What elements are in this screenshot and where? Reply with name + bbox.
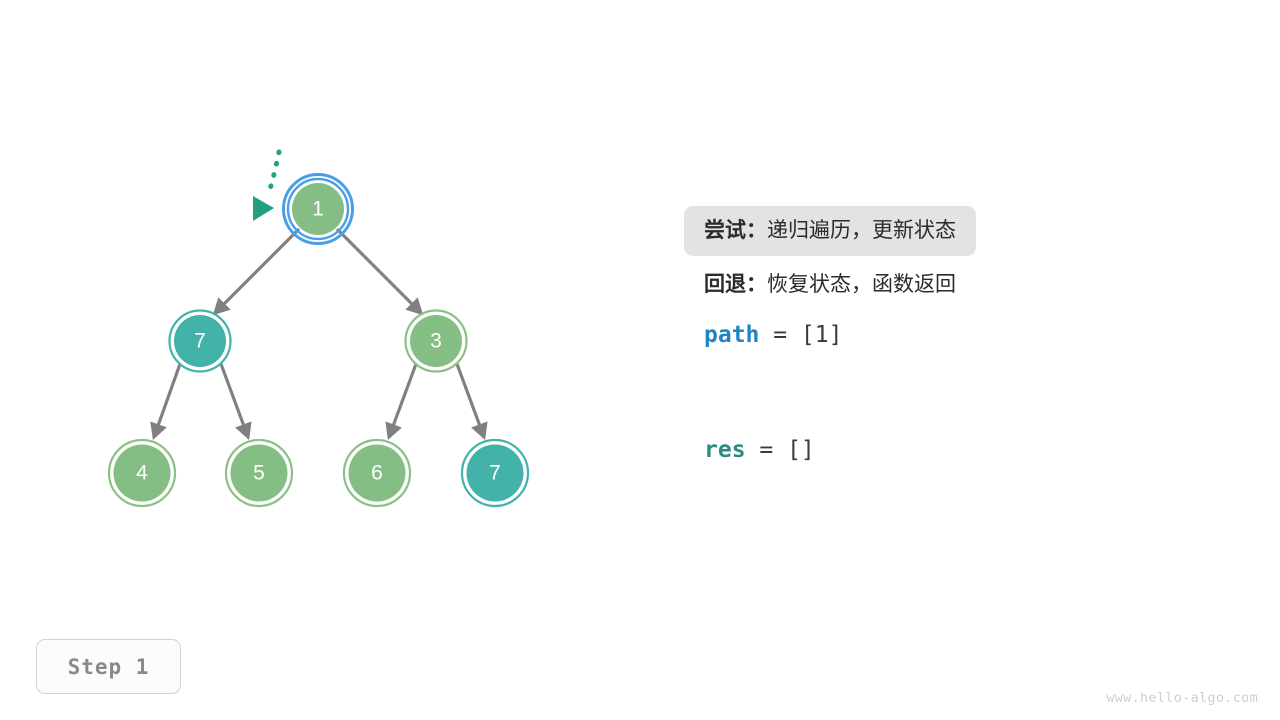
res-variable-name: res xyxy=(704,437,746,463)
node-fill xyxy=(174,315,226,367)
res-variable-row: res = [] xyxy=(684,439,1244,462)
node-ring xyxy=(107,438,177,508)
node-inner-ring xyxy=(286,177,350,241)
tree-edges xyxy=(150,227,488,441)
node-value-label: 1 xyxy=(312,198,324,221)
node-value-label: 7 xyxy=(194,330,206,353)
node-ring xyxy=(168,309,232,373)
node-fill xyxy=(466,444,524,502)
backtrack-text: 恢复状态，函数返回 xyxy=(767,273,956,296)
pointer-dotted-curve xyxy=(265,149,282,199)
edge-3-to-6 xyxy=(385,363,418,441)
tree-nodes: 1 7 3 4 5 6 xyxy=(107,173,530,508)
res-variable-value: = [] xyxy=(745,437,815,463)
explanation-panel: 尝试：递归遍历，更新状态 回退：恢复状态，函数返回 path = [1] res… xyxy=(684,206,1244,462)
try-label: 尝试： xyxy=(704,219,767,242)
edge-1-to-7 xyxy=(212,227,301,316)
tree-node-1[interactable]: 1 xyxy=(282,173,354,245)
edge-7-to-4 xyxy=(150,363,182,441)
backtrack-step-row: 回退：恢复状态，函数返回 xyxy=(684,274,976,295)
path-variable-row: path = [1] xyxy=(684,324,1244,347)
path-variable-name: path xyxy=(704,322,760,348)
node-value-label: 3 xyxy=(430,330,442,353)
node-ring xyxy=(342,438,412,508)
tree-node-4[interactable]: 4 xyxy=(107,438,177,508)
recursion-pointer xyxy=(253,149,282,221)
node-ring xyxy=(404,309,468,373)
node-ring xyxy=(460,438,530,508)
node-fill xyxy=(410,315,462,367)
tree-node-7-left[interactable]: 7 xyxy=(168,309,232,373)
try-text: 递归遍历，更新状态 xyxy=(767,219,956,242)
node-value-label: 7 xyxy=(489,462,501,485)
node-fill xyxy=(348,444,406,502)
node-ring xyxy=(224,438,294,508)
edge-3-to-7 xyxy=(455,363,488,441)
tree-node-3[interactable]: 3 xyxy=(404,309,468,373)
tree-node-7-right[interactable]: 7 xyxy=(460,438,530,508)
node-value-label: 4 xyxy=(136,462,148,485)
try-step-row: 尝试：递归遍历，更新状态 xyxy=(684,206,976,256)
edge-1-to-3 xyxy=(335,227,424,316)
backtrack-label: 回退： xyxy=(704,273,767,296)
tree-node-6[interactable]: 6 xyxy=(342,438,412,508)
node-active-ring xyxy=(282,173,354,245)
site-watermark: www.hello-algo.com xyxy=(1106,690,1258,706)
tree-node-5[interactable]: 5 xyxy=(224,438,294,508)
edge-7-to-5 xyxy=(219,363,252,441)
step-badge: Step 1 xyxy=(36,639,181,694)
pointer-triangle-icon xyxy=(253,196,274,221)
node-fill xyxy=(292,183,344,235)
node-value-label: 6 xyxy=(371,462,383,485)
path-variable-value: = [1] xyxy=(759,322,843,348)
node-fill xyxy=(230,444,288,502)
node-fill xyxy=(113,444,171,502)
node-value-label: 5 xyxy=(253,462,265,485)
